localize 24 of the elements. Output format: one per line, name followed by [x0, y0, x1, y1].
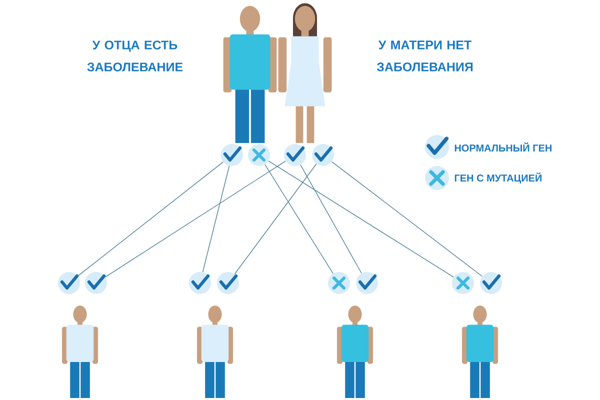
mutated-gene-icon — [248, 144, 270, 166]
legend-text: ГЕН С МУТАЦИЕЙ — [454, 172, 542, 184]
mutated-gene-icon — [452, 272, 474, 294]
connector-line — [77, 162, 224, 276]
normal-gene-icon — [284, 144, 306, 166]
connector-line — [234, 164, 317, 274]
normal-gene-icon — [217, 272, 239, 294]
connector-line — [202, 166, 230, 272]
normal-gene-icon — [85, 272, 107, 294]
normal-gene-icon — [356, 272, 378, 294]
normal-gene-icon — [312, 144, 334, 166]
connector-line — [105, 160, 286, 278]
caption-text: У МАТЕРИ НЕТ ЗАБОЛЕВАНИЯ — [376, 40, 473, 72]
connector-line — [300, 164, 362, 274]
legend-text: НОРМАЛЬНЫЙ ГЕН — [454, 142, 552, 152]
mutated-gene-icon — [328, 272, 350, 294]
normal-gene-icon — [480, 272, 502, 294]
connector-line — [264, 164, 334, 274]
connector-line — [332, 161, 482, 277]
normal-gene-icon — [221, 144, 243, 166]
caption-text: У ОТЦА ЕСТЬ ЗАБОЛЕВАНИЕ — [87, 40, 183, 72]
connector-line — [268, 160, 454, 278]
normal-gene-icon — [58, 272, 80, 294]
normal-gene-icon — [189, 272, 211, 294]
